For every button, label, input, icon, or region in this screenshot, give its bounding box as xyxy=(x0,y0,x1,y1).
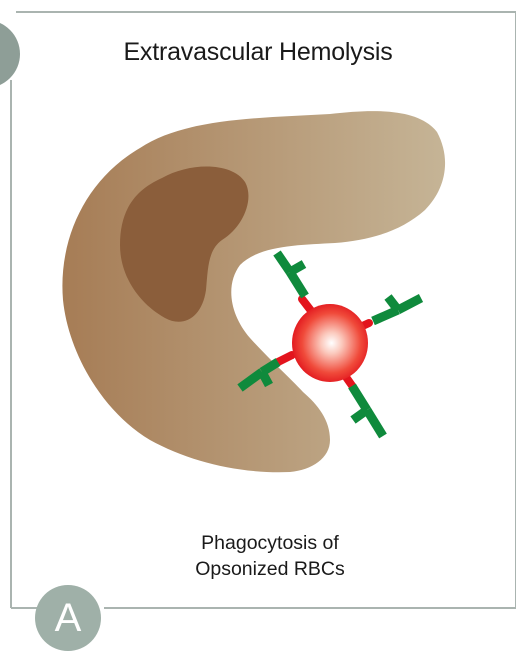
diagram-caption: Phagocytosis of Opsonized RBCs xyxy=(0,530,516,582)
red-blood-cell xyxy=(278,299,369,387)
antibody-right xyxy=(373,297,421,321)
macrophage-cell xyxy=(62,111,445,472)
diagram-title: Extravascular Hemolysis xyxy=(0,38,516,67)
antibody-bottom xyxy=(352,386,383,436)
panel-label: A xyxy=(35,585,101,651)
caption-line-1: Phagocytosis of xyxy=(0,530,516,556)
antibody-top xyxy=(277,253,305,296)
caption-line-2: Opsonized RBCs xyxy=(0,556,516,582)
